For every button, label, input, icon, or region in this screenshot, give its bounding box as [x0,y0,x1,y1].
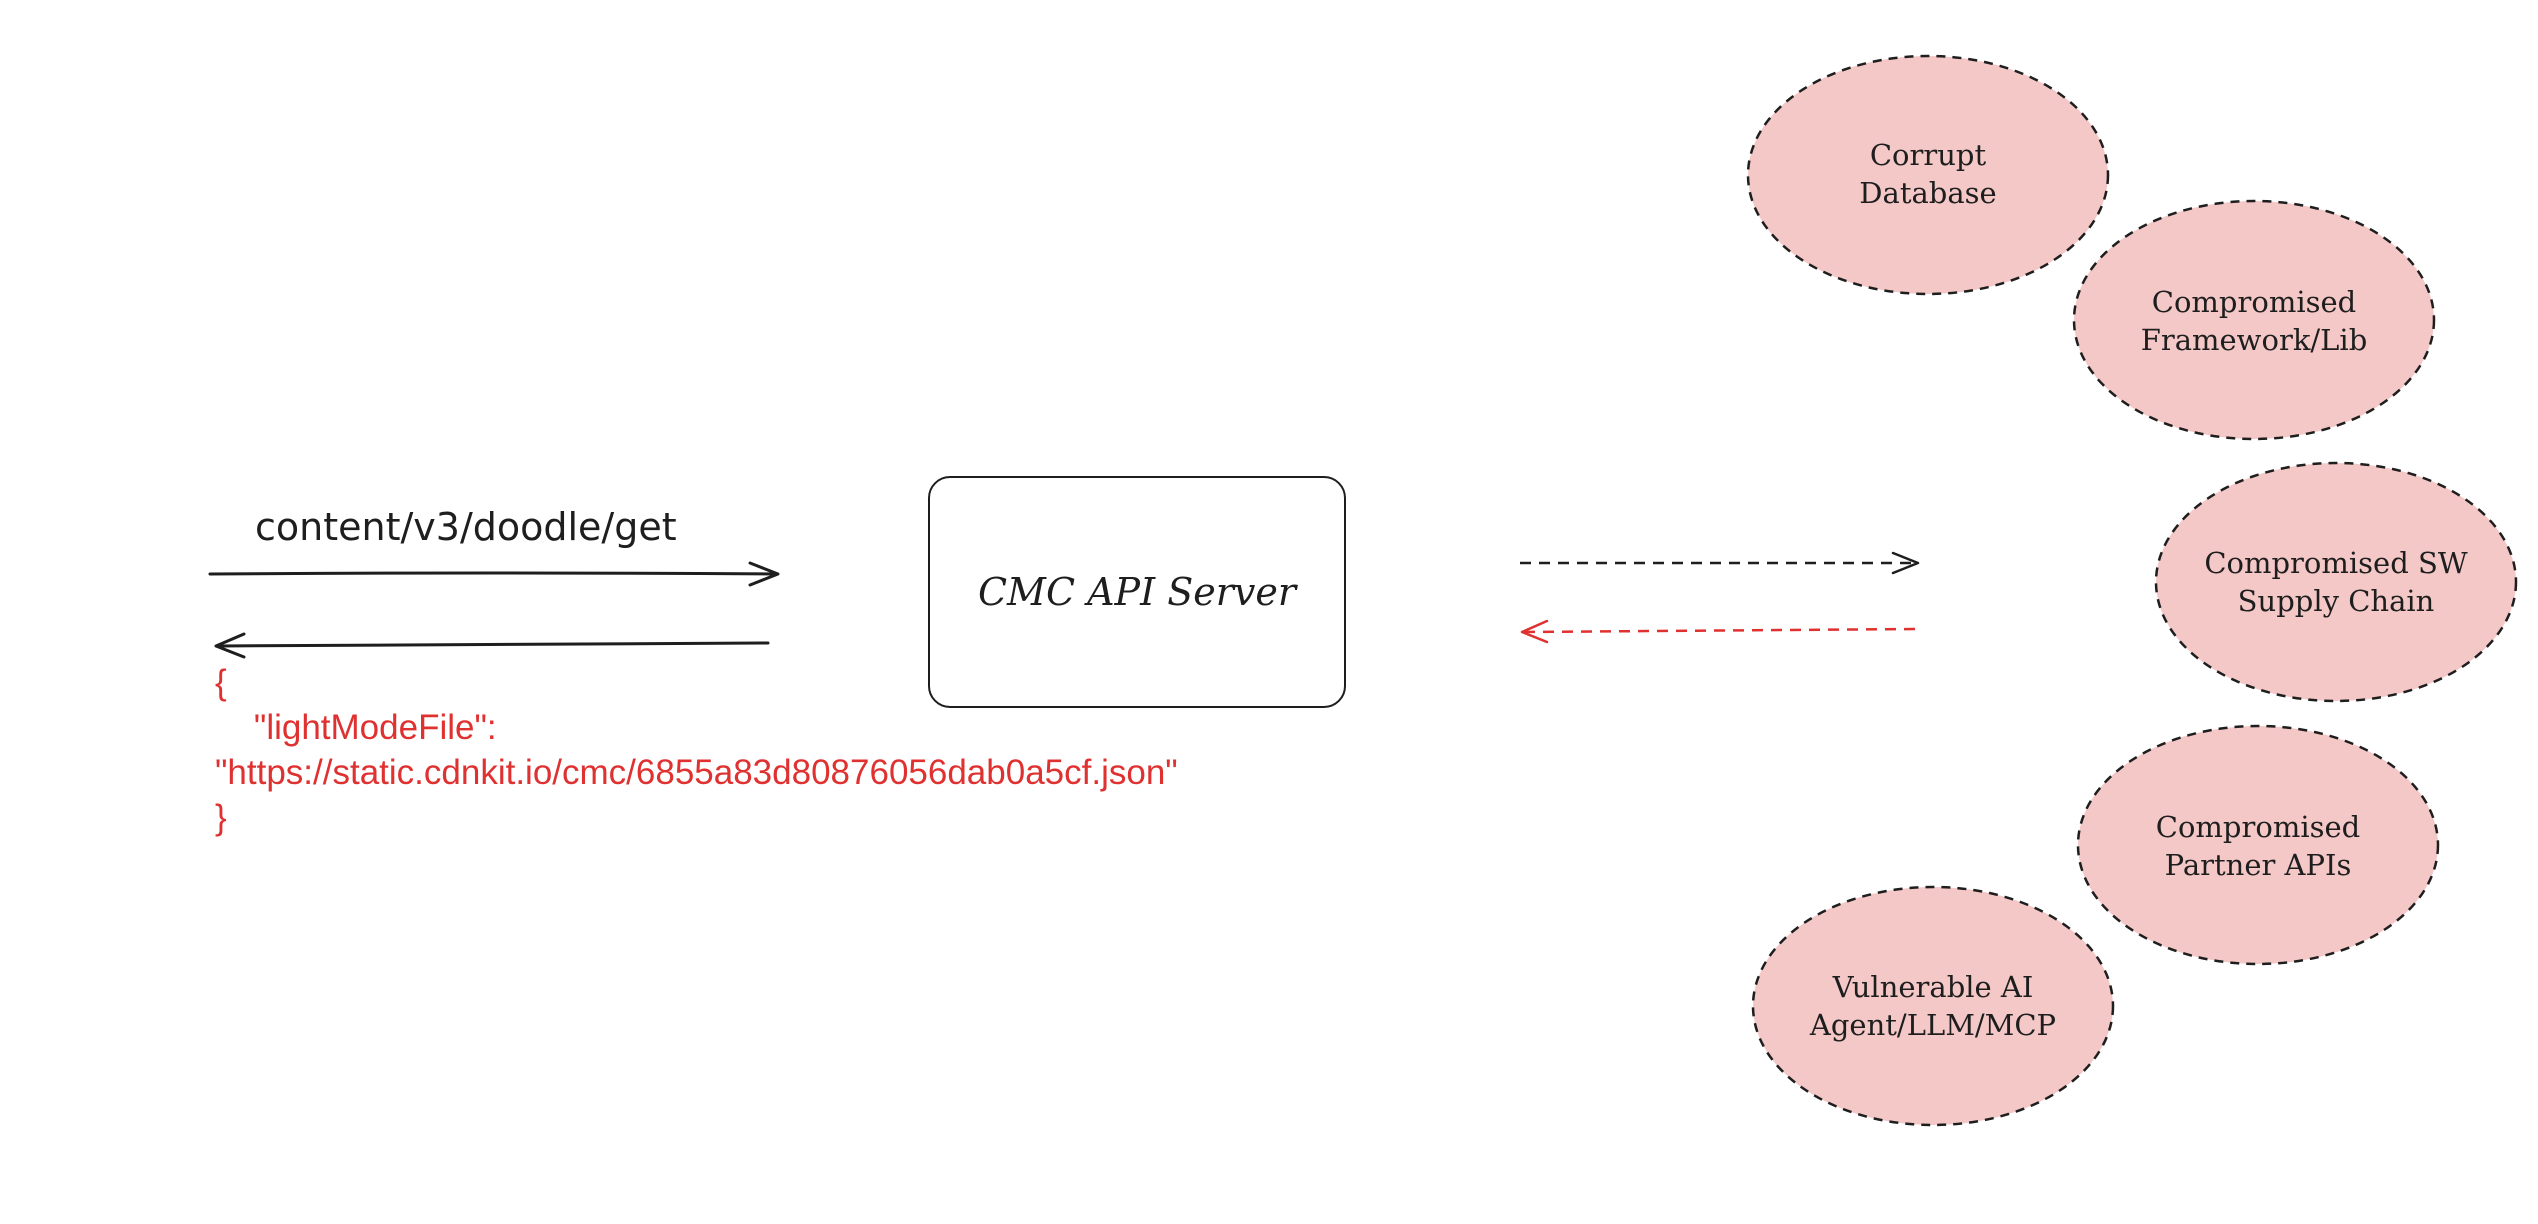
response-key-line: "lightModeFile": [215,708,497,747]
response-arrow [214,632,770,659]
threat-label-line1: Compromised [2152,285,2356,319]
threat-label-line2: Agent/LLM/MCP [1809,1008,2056,1042]
threat-compromised-framework: Compromised Framework/Lib [2072,199,2436,441]
threat-compromised-partner-apis: Compromised Partner APIs [2076,724,2440,966]
response-close-brace: } [215,798,227,837]
threat-compromised-supply-chain: Compromised SW Supply Chain [2154,461,2518,703]
response-json: { "lightModeFile": "https://static.cdnki… [215,660,1178,840]
threat-label-line2: Partner APIs [2165,848,2352,882]
request-endpoint-label: content/v3/doodle/get [255,505,677,549]
threat-label-line1: Compromised SW [2204,546,2468,580]
threat-vulnerable-ai-agent: Vulnerable AI Agent/LLM/MCP [1751,885,2115,1127]
api-server-box: CMC API Server [928,476,1346,708]
api-server-label: CMC API Server [977,570,1297,614]
threat-label-line2: Database [1859,176,1996,210]
response-value-line: "https://static.cdnkit.io/cmc/6855a83d80… [215,753,1178,792]
threat-label-line2: Framework/Lib [2141,323,2368,357]
threat-label-line1: Vulnerable AI [1832,970,2034,1004]
threat-label-line1: Compromised [2156,810,2360,844]
request-arrow [208,561,780,587]
response-open-brace: { [215,663,227,702]
incoming-dashed-arrow [1520,619,1916,644]
threat-label-line1: Corrupt [1870,138,1987,172]
threat-corrupt-database: Corrupt Database [1746,54,2110,296]
threat-label-line2: Supply Chain [2238,584,2435,618]
outgoing-dashed-arrow [1520,551,1920,575]
